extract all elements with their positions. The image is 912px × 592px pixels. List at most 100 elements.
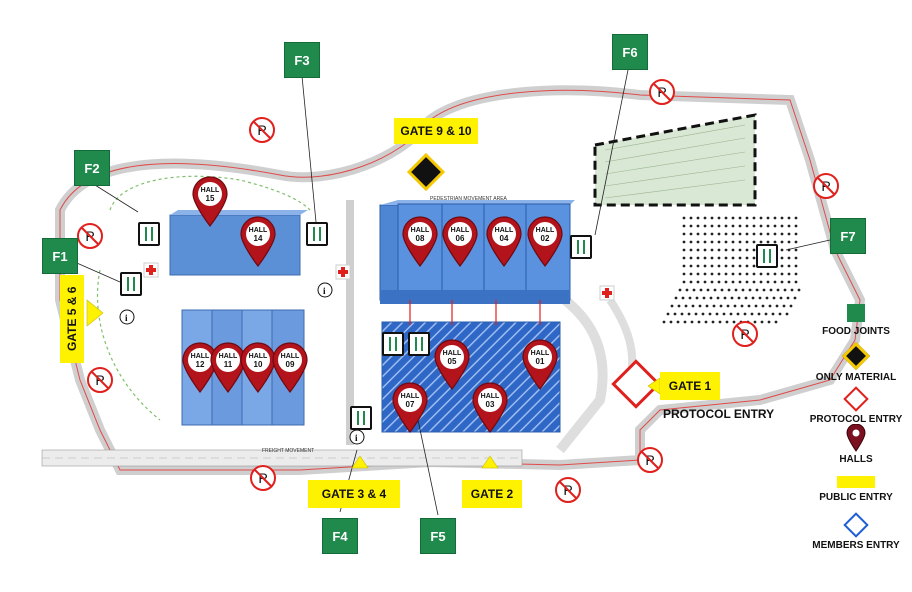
hall-pin-number: 05 [448, 357, 457, 366]
material-parking-area [593, 113, 757, 207]
fork-knife-icon [756, 244, 778, 268]
blue-diamond-icon [843, 512, 869, 538]
no-parking-icon: P [732, 321, 758, 347]
hall-pin-label: HALL [451, 227, 470, 234]
fork-knife-icon [138, 222, 160, 246]
red-diamond-icon [843, 386, 869, 412]
yellow-bar-icon [837, 476, 875, 488]
hall-pin-number: 07 [406, 400, 415, 409]
gate-5-6[interactable]: GATE 5 & 6 [60, 275, 84, 363]
hall-pin-label: HALL [443, 350, 462, 357]
svg-text:i: i [355, 433, 358, 443]
freight-movement-label: FREIGHT MOVEMENT [262, 448, 315, 454]
no-parking-icon: P [637, 447, 663, 473]
gate-9-10[interactable]: GATE 9 & 10 [394, 118, 478, 144]
no-parking-icon: P [813, 173, 839, 199]
food-joint-f3[interactable]: F3 [284, 42, 320, 78]
hall-pin-number: 14 [254, 234, 263, 243]
hall-pins: HALL15HALL14HALL12HALL11HALL10HALL09HALL… [182, 176, 563, 433]
food-joint-f1[interactable]: F1 [42, 238, 78, 274]
hall-pin-number: 09 [286, 360, 295, 369]
no-parking-icon: P [249, 117, 275, 143]
no-parking-icon: P [250, 465, 276, 491]
svg-text:i: i [323, 286, 326, 296]
hall-pin-number: 10 [254, 360, 263, 369]
svg-text:i: i [125, 313, 128, 323]
hall-pin-label: HALL [249, 227, 268, 234]
black-diamond-icon [841, 341, 871, 371]
no-parking-icon: P [649, 79, 675, 105]
hall-pin-number: 02 [541, 234, 550, 243]
food-joint-f6[interactable]: F6 [612, 34, 648, 70]
food-joint-f5[interactable]: F5 [420, 518, 456, 554]
parking-markers: P P P P P P P P P [77, 79, 839, 503]
hall-pin-label: HALL [281, 353, 300, 360]
hall-pin-number: 12 [196, 360, 205, 369]
hall-pin-label: HALL [536, 227, 555, 234]
hall-pin-label: HALL [191, 353, 210, 360]
fork-knife-icon [408, 332, 430, 356]
food-icons [120, 222, 778, 430]
gate-3-4[interactable]: GATE 3 & 4 [308, 480, 400, 508]
gate-arrows [86, 299, 661, 469]
building-halls-14-15 [169, 214, 301, 276]
fork-knife-icon [306, 222, 328, 246]
hall-pin-number: 15 [206, 194, 215, 203]
material-entry-marker[interactable] [406, 152, 446, 192]
fork-knife-icon [350, 406, 372, 430]
protocol-entry-label: PROTOCOL ENTRY [663, 407, 775, 421]
hall-pin-label: HALL [219, 353, 238, 360]
fork-knife-icon [382, 332, 404, 356]
hall-pin-number: 03 [486, 400, 495, 409]
food-joint-f2[interactable]: F2 [74, 150, 110, 186]
gate-2[interactable]: GATE 2 [462, 480, 522, 508]
hall-pin-number: 11 [224, 360, 233, 369]
hall-pin-label: HALL [249, 353, 268, 360]
no-parking-icon: P [555, 477, 581, 503]
info-icons: i i i [119, 282, 365, 445]
pedestrian-area-label: PEDESTRIAN MOVEMENT AREA [430, 196, 507, 202]
hall-pin-number: 08 [416, 234, 425, 243]
no-parking-icon: P [77, 223, 103, 249]
legend-halls: HALLS [800, 424, 912, 465]
hall-pin-label: HALL [411, 227, 430, 234]
legend-public-entry: PUBLIC ENTRY [800, 476, 912, 503]
hall-pin-number: 06 [456, 234, 465, 243]
hall-pin-label: HALL [481, 393, 500, 400]
food-joint-f7[interactable]: F7 [830, 218, 866, 254]
fork-knife-icon [570, 235, 592, 259]
legend-protocol-entry: PROTOCOL ENTRY [800, 386, 912, 425]
legend-members-entry: MEMBERS ENTRY [800, 512, 912, 551]
green-square-icon [847, 304, 865, 322]
hall-pin-label: HALL [495, 227, 514, 234]
no-parking-icon: P [87, 367, 113, 393]
legend-only-material: ONLY MATERIAL [800, 341, 912, 383]
protocol-entry-marker[interactable] [611, 359, 661, 409]
tree-line [96, 175, 311, 421]
first-aid-icons [143, 262, 615, 301]
gate-1[interactable]: GATE 1 [660, 372, 720, 400]
hall-pin-label: HALL [201, 187, 220, 194]
hall-pin-label: HALL [531, 350, 550, 357]
hall-pin-label: HALL [401, 393, 420, 400]
dotted-parking-area [662, 216, 801, 324]
legend-food-joints: FOOD JOINTS [800, 304, 912, 337]
food-joint-f4[interactable]: F4 [322, 518, 358, 554]
fork-knife-icon [120, 272, 142, 296]
hall-pin-number: 04 [500, 234, 509, 243]
